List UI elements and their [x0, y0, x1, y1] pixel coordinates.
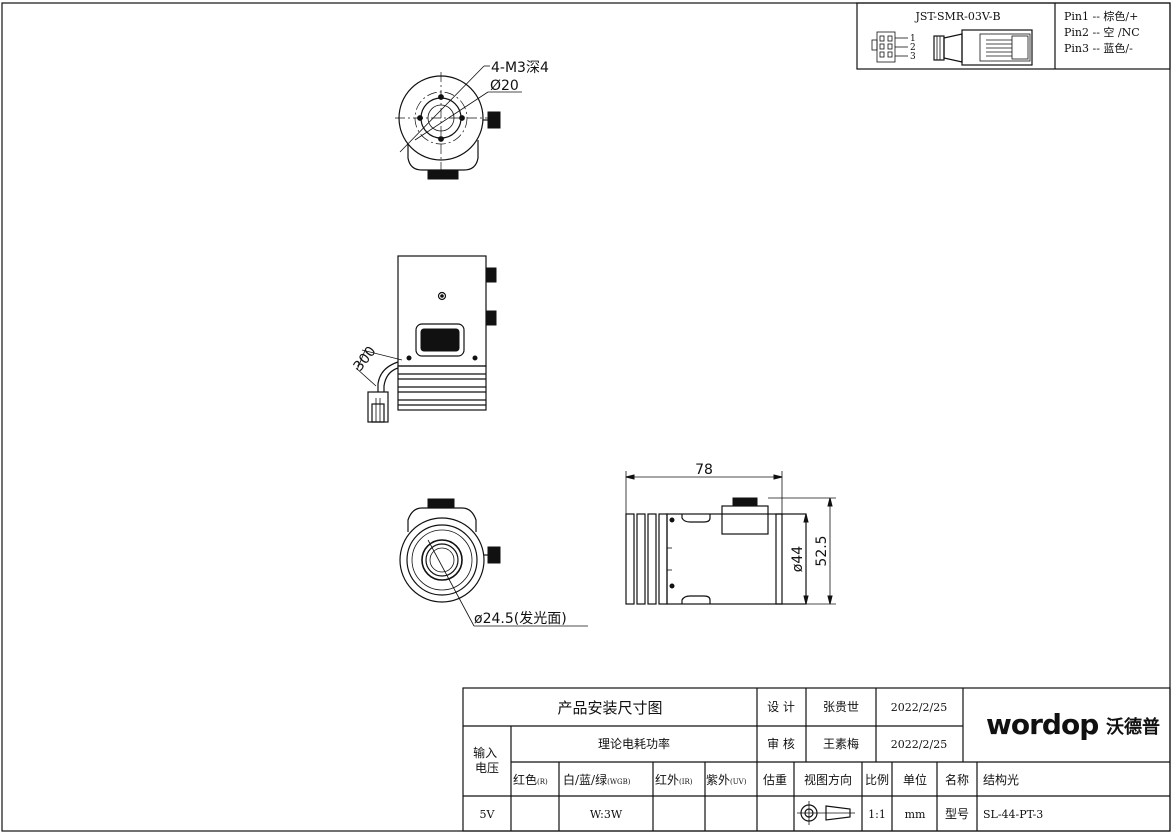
connector-table: JST-SMR-03V-B 1 2 3 [856, 2, 1171, 70]
model-label: 型号 [945, 807, 969, 821]
name-value: 结构光 [983, 772, 1019, 787]
pin2-label: Pin2 -- 空 /NC [1064, 25, 1140, 39]
company-logo: wordop [986, 708, 1098, 741]
body-diameter-label: ø44 [790, 546, 806, 572]
svg-text:3: 3 [910, 52, 916, 62]
name-label: 名称 [945, 772, 969, 787]
side-view: 78 ø44 52.5 [625, 462, 836, 605]
unit-value: mm [905, 808, 926, 821]
design-date: 2022/2/25 [891, 701, 947, 714]
front-side-view: 300 [351, 255, 497, 423]
designer-name: 张贵世 [823, 700, 859, 714]
pin3-label: Pin3 -- 蓝色/- [1064, 41, 1133, 55]
cable-length-label: 300 [351, 344, 380, 375]
total-length-label: 78 [695, 462, 713, 478]
review-date: 2022/2/25 [891, 738, 947, 751]
emitting-diameter-label: ø24.5(发光面) [474, 611, 567, 627]
color-wgb-label: 白/蓝/绿(WGB) [563, 772, 631, 787]
power-value: W:3W [590, 808, 623, 821]
scale-value: 1:1 [868, 808, 886, 821]
color-red-label: 红色(R) [513, 772, 548, 787]
connector-model: JST-SMR-03V-B [914, 10, 1000, 23]
input-voltage-label: 输入 电压 [473, 745, 501, 775]
view-direction-label: 视图方向 [804, 772, 852, 787]
model-value: SL-44-PT-3 [983, 808, 1043, 821]
connector-icon: 1 2 3 [871, 29, 1033, 66]
voltage-value: 5V [480, 808, 496, 821]
power-label: 理论电耗功率 [598, 736, 670, 751]
front-end-view: ø24.5(发光面) [399, 498, 588, 627]
scale-label: 比例 [865, 773, 889, 787]
company-logo-cn: 沃德普 [1106, 716, 1160, 738]
height-label: 52.5 [814, 535, 830, 566]
projection-symbol-icon [797, 801, 855, 825]
svg-text:1: 1 [910, 34, 916, 44]
title-block: 产品安装尺寸图 设 计 张贵世 2022/2/25 审 核 王素梅 2022/2… [462, 687, 1171, 832]
top-end-view: 4-M3深4 Ø20 [395, 60, 549, 180]
weight-label: 估重 [763, 773, 787, 787]
mount-diameter-label: Ø20 [490, 78, 519, 94]
color-uv-label: 紫外(UV) [706, 773, 747, 787]
thread-label: 4-M3深4 [491, 60, 549, 76]
svg-text:2: 2 [910, 43, 916, 53]
pin1-label: Pin1 -- 棕色/+ [1064, 9, 1138, 23]
unit-label: 单位 [903, 772, 927, 787]
color-ir-label: 红外(IR) [655, 772, 693, 787]
review-label: 审 核 [767, 736, 795, 751]
reviewer-name: 王素梅 [823, 736, 859, 751]
drawing-title: 产品安装尺寸图 [557, 699, 662, 717]
design-label: 设 计 [767, 700, 795, 714]
